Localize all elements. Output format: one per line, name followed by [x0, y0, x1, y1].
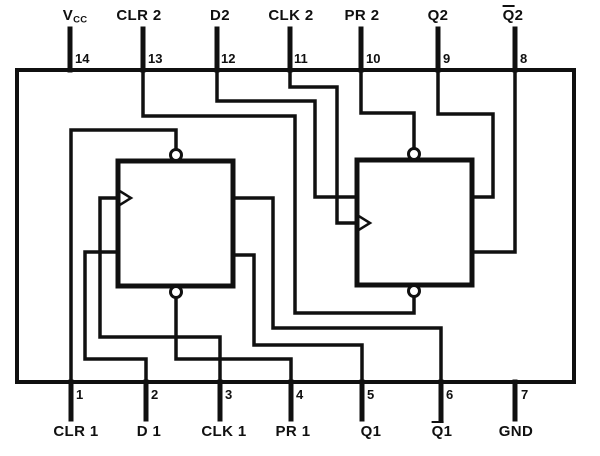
- pin-3-number: 3: [225, 387, 233, 402]
- ff2-clr-bubble: [407, 284, 421, 298]
- wire-clr1: [69, 128, 178, 421]
- ff1-pr-bubble: [169, 285, 183, 299]
- ff2-pr-bubble: [407, 147, 421, 161]
- pin-4-number: 4: [296, 387, 304, 402]
- pin-13-label: CLR 2: [116, 7, 162, 24]
- wire-clk1: [98, 196, 222, 421]
- pin-7-number: 7: [521, 387, 529, 402]
- wire-d2: [215, 27, 359, 199]
- pin-stubs-top: [67, 26, 518, 73]
- ff1-clr-bubble: [169, 148, 183, 162]
- pin-10-number: 10: [366, 51, 381, 66]
- pin-6-label: Q1: [431, 421, 453, 440]
- pin-14-number: 14: [75, 51, 90, 66]
- wire-clr2: [141, 27, 416, 315]
- pin-14-label: VCC: [62, 7, 88, 26]
- pin-2-label: D 1: [136, 423, 162, 440]
- pin-7-label: GND: [498, 423, 534, 440]
- ic-package-outline: [15, 68, 576, 384]
- wire-d1: [83, 250, 148, 421]
- pin-12-number: 12: [221, 51, 236, 66]
- pin-13-number: 13: [148, 51, 163, 66]
- pin-8-label: Q2: [502, 5, 524, 24]
- pin-10-label: PR 2: [344, 7, 380, 24]
- pin-1-number: 1: [76, 387, 84, 402]
- pin-8-number: 8: [520, 51, 528, 66]
- flip-flop-1-body: [115, 158, 236, 289]
- pin-4-label: PR 1: [275, 423, 311, 440]
- pin-12-label: D2: [210, 7, 230, 24]
- pin-11-label: CLK 2: [268, 7, 314, 24]
- ff2-clock-triangle: [355, 213, 373, 233]
- wire-qbar1: [231, 196, 443, 421]
- flip-flop-2-body: [354, 157, 475, 288]
- pin-2-number: 2: [151, 387, 159, 402]
- pin-1-label: CLR 1: [53, 423, 99, 440]
- wire-q1: [231, 253, 364, 421]
- wire-pr2: [359, 27, 416, 151]
- pin-11-number: 11: [294, 51, 308, 66]
- pin-5-label: Q1: [360, 423, 382, 440]
- wire-qbar2: [470, 27, 517, 254]
- pin-stubs-bottom: [68, 379, 518, 422]
- pin-9-number: 9: [443, 51, 451, 66]
- pin-6-number: 6: [446, 387, 454, 402]
- pin-9-label: Q2: [427, 7, 449, 24]
- wire-q2: [436, 27, 495, 199]
- ff1-clock-triangle: [116, 188, 134, 208]
- pin-3-label: CLK 1: [201, 423, 247, 440]
- pin-5-number: 5: [367, 387, 375, 402]
